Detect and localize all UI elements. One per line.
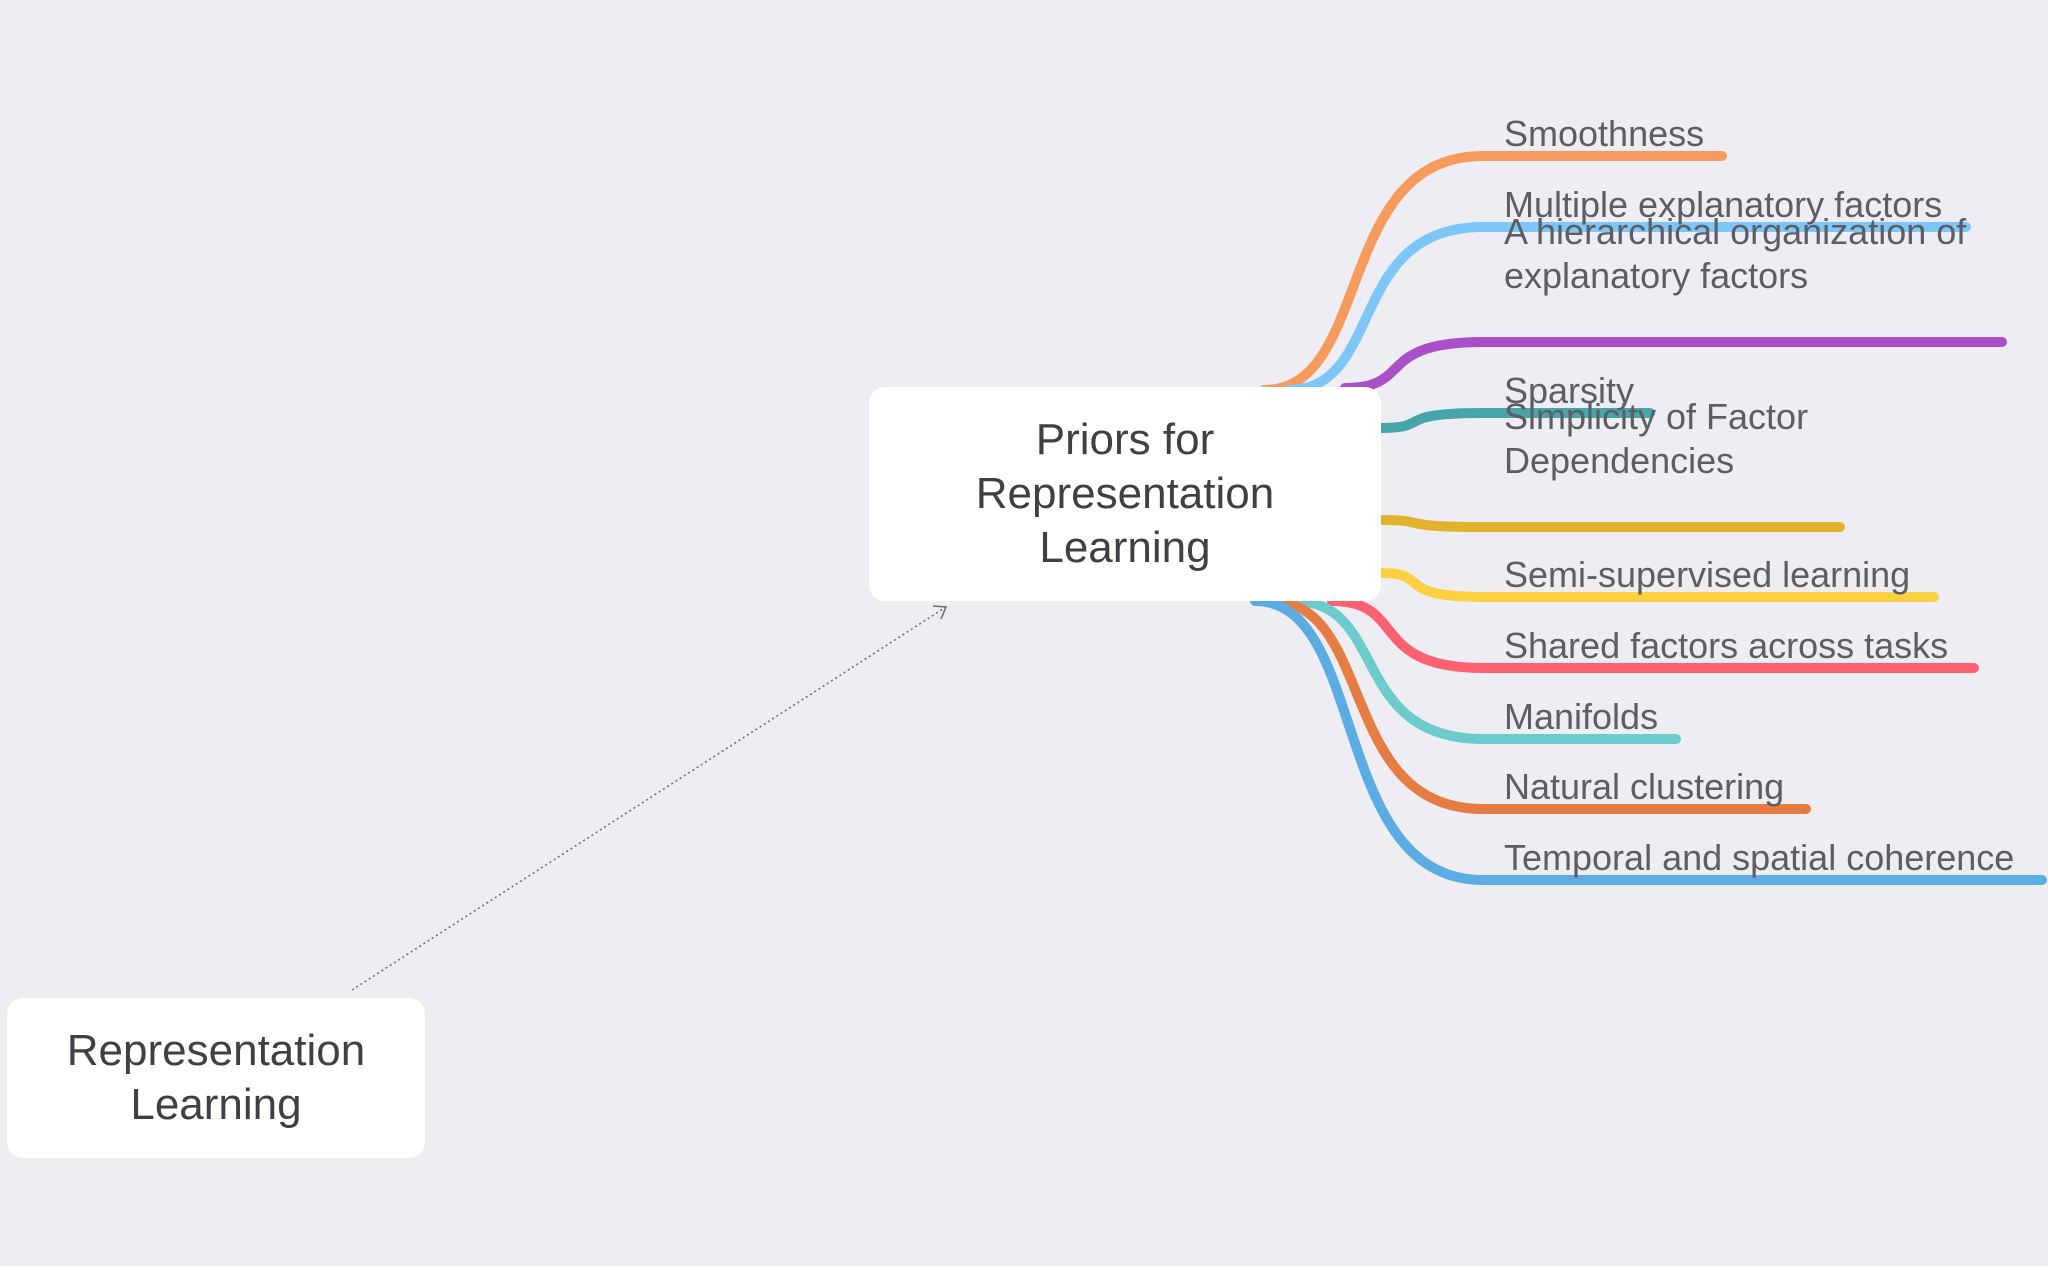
branch-lines (1250, 151, 2047, 885)
branch-connector (1376, 515, 1845, 532)
arrowhead-icon (932, 605, 948, 620)
floating-topic-label: Representation Learning (66, 1026, 366, 1129)
branch-connector (1289, 596, 1681, 744)
subtopic-label[interactable]: Sparsity (1504, 370, 1635, 411)
subtopic-label[interactable]: Simplicity of Factor Dependencies (1504, 396, 1809, 481)
subtopic-label[interactable]: Manifolds (1504, 696, 1659, 737)
central-topic-label: Priors for Representation Learning (975, 415, 1275, 572)
relationship-line[interactable] (351, 606, 947, 991)
relationship-connector[interactable] (351, 605, 948, 991)
branch-connector (1250, 596, 2047, 885)
floating-topic[interactable]: Representation Learning (7, 998, 425, 1158)
branch-connector (1376, 568, 1939, 602)
branch-connector (1340, 337, 2007, 393)
subtopic-label[interactable]: Semi-supervised learning (1504, 554, 1911, 595)
subtopic-label[interactable]: Temporal and spatial coherence (1504, 837, 2015, 878)
subtopic-label[interactable]: Natural clustering (1504, 766, 1785, 807)
branch-connector (1283, 222, 1971, 395)
subtopic-label[interactable]: Multiple explanatory factors (1504, 184, 1943, 225)
branch-connector (1327, 596, 1979, 673)
subtopic-label[interactable]: Shared factors across tasks (1504, 625, 1949, 666)
subtopic-label[interactable]: A hierarchical organization of explanato… (1504, 211, 1967, 296)
branch-connector (1259, 151, 1727, 395)
branch-connector (1376, 408, 1655, 433)
subtopic-label[interactable]: Smoothness (1504, 113, 1705, 154)
branch-connector (1265, 596, 1811, 814)
central-topic[interactable]: Priors for Representation Learning (869, 387, 1381, 601)
